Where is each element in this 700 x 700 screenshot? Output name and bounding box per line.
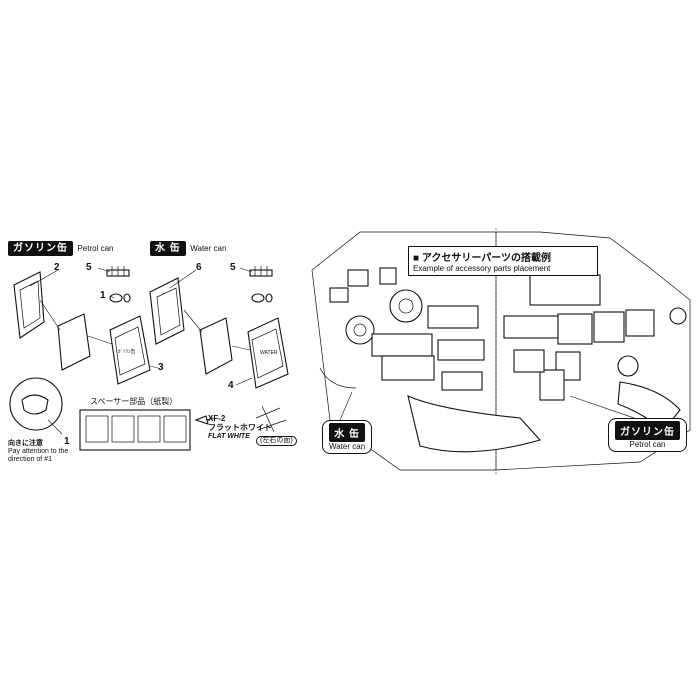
petrol-title-jp: ガソリン缶 bbox=[8, 241, 73, 256]
faces-note: (左右の面) bbox=[256, 436, 297, 446]
petrol-can-callout: ガソリン缶 Petrol can bbox=[608, 418, 687, 452]
water-can-frame bbox=[149, 277, 185, 345]
paint-name-en: FLAT WHITE bbox=[208, 433, 250, 440]
part-number-3: 3 bbox=[158, 362, 164, 373]
water-spacer-panel bbox=[199, 317, 233, 375]
petrol-title-en: Petrol can bbox=[77, 244, 114, 253]
attention-en: Pay attention to the direction of #1 bbox=[8, 448, 69, 463]
placement-title-jp: ■ アクセサリーパーツの搭載例 bbox=[413, 253, 552, 264]
spacer-sheet bbox=[79, 409, 191, 451]
part-number-5-petrol: 5 bbox=[86, 262, 92, 273]
paint-instruction: XF-2 フラットホワイト FLAT WHITE bbox=[208, 414, 272, 441]
handle-parts-petrol bbox=[106, 266, 130, 277]
paint-brush-icon bbox=[194, 415, 215, 425]
attention-note: 向きに注意 Pay attention to the direction of … bbox=[8, 440, 82, 464]
attention-detail bbox=[9, 377, 63, 435]
petrol-can-frame bbox=[13, 271, 45, 339]
petrol-callout-jp: ガソリン缶 bbox=[615, 421, 680, 440]
paint-code: XF-2 bbox=[208, 414, 226, 423]
placement-title-en: Example of accessory parts placement bbox=[413, 264, 551, 273]
petrol-section-header: ガソリン缶 Petrol can bbox=[8, 238, 113, 256]
attention-jp: 向きに注意 bbox=[8, 440, 43, 447]
face-diagram bbox=[255, 405, 287, 433]
placement-title-box: ■ アクセサリーパーツの搭載例 Example of accessory par… bbox=[408, 246, 598, 276]
water-callout-en: Water can bbox=[329, 442, 366, 451]
part-number-5-water: 5 bbox=[230, 262, 236, 273]
water-can-body bbox=[247, 317, 289, 389]
part-number-6: 6 bbox=[196, 262, 202, 273]
petrol-callout-en: Petrol can bbox=[629, 440, 666, 449]
water-title-en: Water can bbox=[190, 244, 227, 253]
water-can-marking: WATER bbox=[260, 350, 278, 356]
part-number-1-spacer: 1 bbox=[64, 436, 70, 447]
water-callout-jp: 水 缶 bbox=[329, 423, 365, 442]
part-number-1-cap: 1 bbox=[100, 290, 106, 301]
cap-parts-petrol bbox=[109, 293, 131, 303]
petrol-spacer-panel bbox=[57, 313, 91, 371]
handle-parts-water bbox=[249, 266, 273, 277]
petrol-can-body bbox=[109, 315, 151, 385]
spacer-label: スペーサー部品（紙製） bbox=[90, 397, 178, 406]
petrol-can-marking: ｶﾞｿﾘﾝ缶 bbox=[118, 349, 136, 355]
part-number-2: 2 bbox=[54, 262, 60, 273]
water-title-jp: 水 缶 bbox=[150, 241, 186, 256]
part-number-4: 4 bbox=[228, 380, 234, 391]
cap-parts-water bbox=[251, 293, 273, 303]
paint-name-jp: フラットホワイト bbox=[208, 423, 272, 432]
water-section-header: 水 缶 Water can bbox=[150, 238, 226, 256]
vehicle-drawing bbox=[311, 228, 691, 474]
water-can-callout: 水 缶 Water can bbox=[322, 420, 373, 454]
